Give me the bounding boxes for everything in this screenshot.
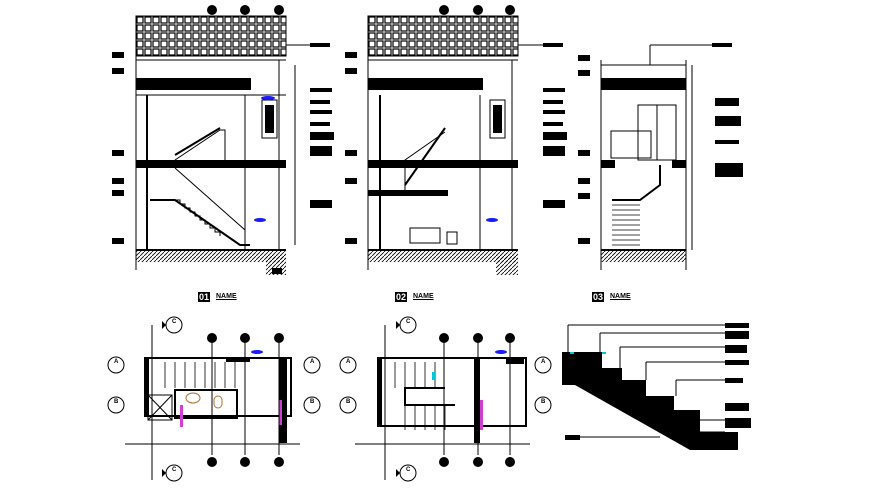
- section-title-2: NAME: [413, 293, 434, 300]
- section-2: [345, 5, 567, 275]
- stair-detail: [562, 323, 751, 450]
- section-number-1: 01: [198, 292, 211, 302]
- plan-1-marker-b-left: B: [114, 399, 119, 405]
- section-title-1: NAME: [216, 293, 237, 300]
- plan-2: [339, 316, 552, 482]
- plan-2-marker-c-top: C: [406, 319, 411, 325]
- plan-2-marker-b-right: B: [541, 399, 546, 405]
- section-1: [112, 5, 334, 275]
- section-title-3: NAME: [610, 293, 631, 300]
- section-number-3: 03: [592, 292, 605, 302]
- plan-1-marker-b-right: B: [310, 399, 315, 405]
- plan-1-marker-a-right: A: [310, 359, 315, 365]
- plan-2-marker-c-bottom: C: [406, 467, 411, 473]
- plan-1-marker-a-left: A: [114, 359, 119, 365]
- plan-1: [107, 316, 321, 482]
- plan-2-marker-b-left: B: [346, 399, 351, 405]
- plan-1-marker-c-bottom: C: [172, 467, 177, 473]
- plan-2-marker-a-left: A: [346, 359, 351, 365]
- plan-2-marker-a-right: A: [541, 359, 546, 365]
- section-number-2: 02: [395, 292, 408, 302]
- section-3: [578, 43, 743, 270]
- plan-1-marker-c-top: C: [172, 319, 177, 325]
